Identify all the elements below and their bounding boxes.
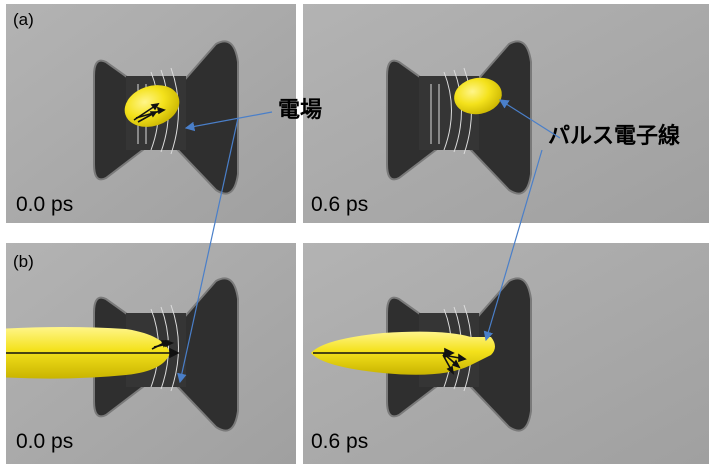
panel-b-left: [6, 243, 296, 464]
bowtie-structure: [93, 40, 239, 195]
time-label-b-right: 0.6 ps: [311, 430, 369, 453]
time-label-b-left: 0.0 ps: [16, 430, 74, 453]
structure-graphic: [6, 4, 296, 223]
structure-graphic: [303, 4, 709, 223]
row-label-a: (a): [13, 10, 34, 29]
row-label-b: (b): [13, 252, 34, 271]
beam-callout-label: パルス電子線: [548, 124, 681, 149]
structure-graphic: [6, 243, 296, 464]
field-arrows: [6, 339, 180, 359]
panel-a-left: [6, 4, 296, 223]
time-label-a-left: 0.0 ps: [16, 193, 74, 216]
field-callout-label: 電場: [278, 98, 323, 123]
electron-beam: [454, 77, 502, 115]
panel-a-right: [303, 4, 709, 223]
field-arrows: [313, 347, 467, 375]
field-arrows: [133, 102, 166, 123]
time-label-a-right: 0.6 ps: [311, 193, 369, 216]
